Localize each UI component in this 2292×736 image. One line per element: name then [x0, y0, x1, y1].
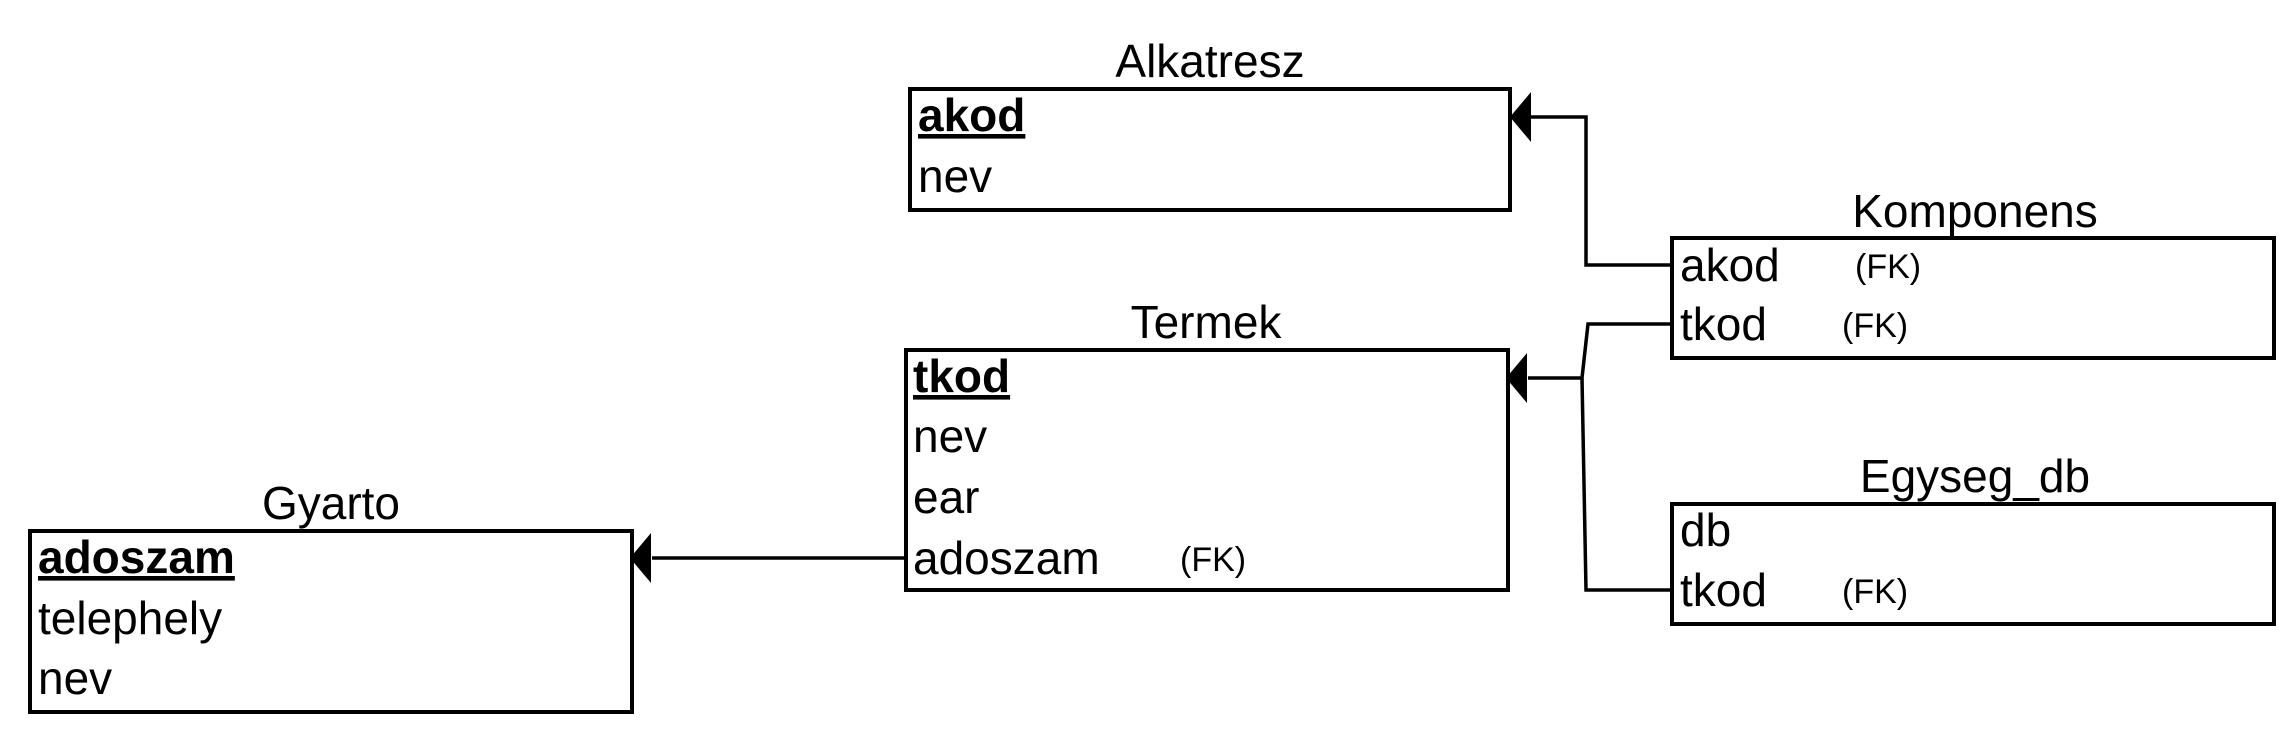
entity-title: Termek [1131, 296, 1283, 348]
entity-box [28, 529, 634, 714]
entity-title: Alkatresz [1115, 35, 1304, 87]
attribute: nev [913, 410, 987, 462]
attribute: nev [918, 150, 992, 202]
relation-line [1530, 115, 1672, 267]
relation-line [1528, 322, 1672, 380]
attribute: adoszam [913, 532, 1100, 584]
fk-marker: (FK) [1855, 248, 1921, 286]
arrow-head-icon [1510, 92, 1531, 142]
attribute: tkod [1680, 564, 1767, 616]
arrow-head-icon [1506, 353, 1527, 403]
attribute: db [1680, 504, 1731, 556]
entity-title: Komponens [1852, 185, 2098, 237]
entity-box [904, 348, 1510, 592]
attribute: akod [1680, 239, 1780, 291]
entity-alkatresz[interactable]: Alkatresz akod nev [908, 35, 1512, 212]
relation-tkod-termek [1506, 322, 1672, 592]
fk-marker: (FK) [1842, 307, 1908, 345]
entity-egyseg-db[interactable]: Egyseg_db db tkod (FK) [1670, 450, 2276, 626]
fk-marker: (FK) [1180, 541, 1246, 579]
attribute: nev [38, 652, 112, 704]
entity-komponens[interactable]: Komponens akod (FK) tkod (FK) [1670, 185, 2276, 360]
arrow-head-icon [630, 533, 651, 583]
pk-attribute: akod [918, 89, 1025, 141]
fk-marker: (FK) [1842, 573, 1908, 611]
relation-termek-gyarto [630, 533, 906, 583]
entity-title: Egyseg_db [1860, 450, 2090, 502]
relation-line [1580, 377, 1672, 592]
pk-attribute: tkod [913, 350, 1010, 402]
attribute: tkod [1680, 298, 1767, 350]
entity-termek[interactable]: Termek tkod nev ear adoszam (FK) [904, 296, 1510, 592]
attribute: ear [913, 471, 979, 523]
relation-komponens-alkatresz [1510, 92, 1672, 267]
attribute: telephely [38, 592, 222, 644]
pk-attribute: adoszam [38, 531, 235, 583]
entity-box [1670, 502, 2276, 626]
entity-box [1670, 236, 2276, 360]
entity-title: Gyarto [262, 477, 400, 529]
entity-gyarto[interactable]: Gyarto adoszam telephely nev [28, 477, 634, 714]
entity-box [908, 87, 1512, 212]
